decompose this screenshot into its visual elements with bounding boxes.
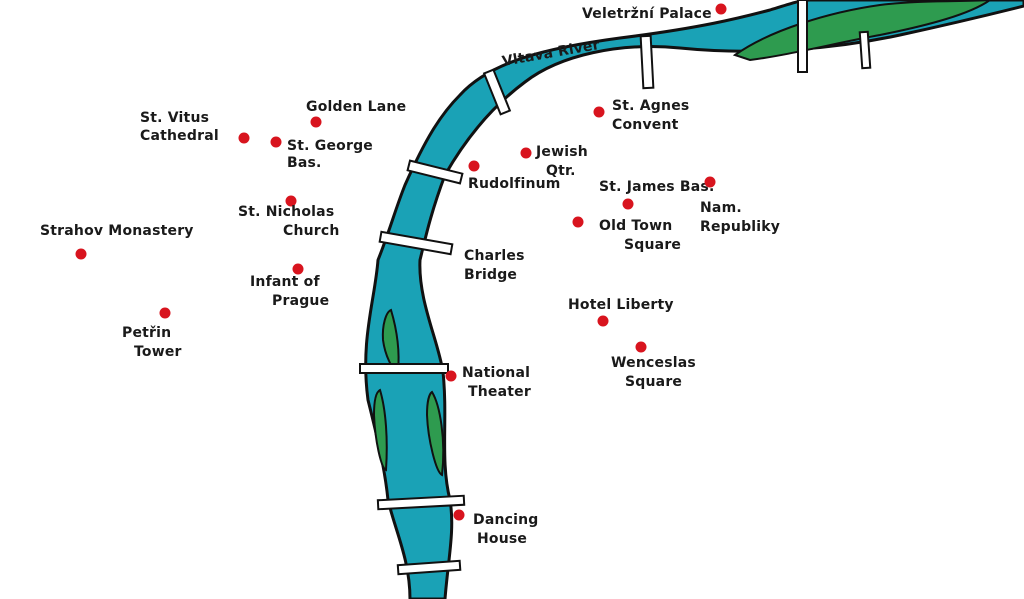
poi-marker[interactable] (270, 136, 282, 148)
poi-marker[interactable] (520, 147, 532, 159)
poi-st-agnes-convent[interactable]: St. Agnes Convent (593, 98, 695, 133)
poi-label: Strahov Monastery (40, 223, 194, 239)
bridge (639, 34, 655, 90)
island-detsky (425, 390, 445, 477)
bridge (482, 68, 512, 116)
poi-petrin-tower[interactable]: Petřin Tower (122, 307, 182, 361)
poi-marker[interactable] (453, 509, 465, 521)
poi-label: St. Nicholas Church (238, 204, 340, 239)
poi-marker[interactable] (635, 341, 647, 353)
poi-marker[interactable] (622, 198, 634, 210)
poi-marker[interactable] (445, 370, 457, 382)
poi-marker[interactable] (704, 176, 716, 188)
poi-marker[interactable] (159, 307, 171, 319)
poi-label: Infant of Prague (250, 274, 329, 309)
poi-rudolfinum[interactable]: Rudolfinum (468, 160, 561, 193)
poi-marker[interactable] (238, 132, 250, 144)
poi-label: Charles Bridge (464, 248, 530, 283)
poi-label: Dancing House (473, 512, 544, 547)
poi-label: Hotel Liberty (568, 297, 674, 313)
poi-marker[interactable] (597, 315, 609, 327)
bridge (359, 363, 449, 374)
poi-jewish-qtr[interactable]: Jewish Qtr. (520, 144, 594, 179)
poi-infant-of-prague[interactable]: Infant of Prague (250, 263, 329, 310)
poi-label: St. Vitus Cathedral (140, 110, 219, 144)
poi-dancing-house[interactable]: Dancing House (453, 509, 544, 548)
poi-label: Jewish Qtr. (535, 144, 593, 179)
poi-national-theater[interactable]: National Theater (445, 365, 536, 400)
bridges (359, 0, 872, 576)
poi-veletrzni-palace[interactable]: Veletržní Palace (582, 3, 727, 23)
poi-marker[interactable] (285, 195, 297, 207)
poi-label: Petřin Tower (122, 325, 182, 360)
poi-marker[interactable] (468, 160, 480, 172)
poi-st-nicholas-church[interactable]: St. Nicholas Church (238, 195, 340, 240)
poi-marker[interactable] (593, 106, 605, 118)
poi-marker[interactable] (292, 263, 304, 275)
poi-label: Golden Lane (306, 99, 406, 115)
poi-old-town-square[interactable]: Old Town Square (572, 216, 682, 254)
poi-golden-lane[interactable]: Golden Lane (306, 99, 406, 128)
poi-label: St. George Bas. (287, 138, 378, 171)
poi-label: Veletržní Palace (582, 6, 712, 22)
island-slovansky (372, 388, 388, 472)
poi-label: Old Town Square (599, 218, 681, 253)
poi-label: Rudolfinum (468, 176, 561, 192)
poi-st-james-bas[interactable]: St. James Bas. (599, 179, 714, 210)
poi-strahov-monastery[interactable]: Strahov Monastery (40, 223, 194, 260)
bridge (406, 159, 464, 185)
bridge (378, 230, 454, 256)
poi-st-george-bas[interactable]: St. George Bas. (270, 136, 379, 172)
poi-nam-republiky[interactable]: Nam. Republiky (700, 176, 780, 236)
points-of-interest: Veletržní Palace Golden Lane St. Vitus C… (40, 3, 780, 548)
poi-label: St. James Bas. (599, 179, 714, 195)
bridge (858, 30, 872, 70)
poi-label: National Theater (462, 365, 535, 400)
poi-st-vitus-cathedral[interactable]: St. Vitus Cathedral (140, 110, 250, 144)
poi-marker[interactable] (75, 248, 87, 260)
poi-charles-bridge[interactable]: Charles Bridge (464, 248, 530, 283)
poi-marker[interactable] (310, 116, 322, 128)
bridge (376, 494, 466, 511)
bridge (797, 0, 808, 73)
poi-label: St. Agnes Convent (612, 98, 695, 133)
poi-label: Wenceslas Square (611, 355, 701, 390)
poi-label: Nam. Republiky (700, 200, 780, 235)
poi-wenceslas-square[interactable]: Wenceslas Square (611, 341, 701, 391)
vltava-river (364, 0, 1024, 599)
poi-marker[interactable] (572, 216, 584, 228)
bridge (396, 559, 462, 576)
poi-hotel-liberty[interactable]: Hotel Liberty (568, 297, 674, 327)
poi-marker[interactable] (715, 3, 727, 15)
island-strelecky (381, 308, 400, 374)
